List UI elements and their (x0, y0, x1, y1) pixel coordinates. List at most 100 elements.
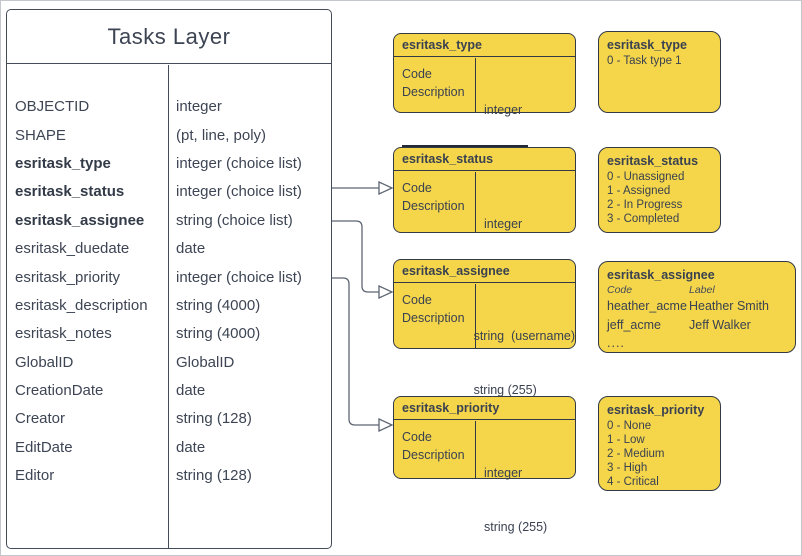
open-arrowhead-icon (378, 417, 394, 433)
field-type: date (176, 240, 206, 258)
schema-box-esritask-priority[interactable]: esritask_priority Code Description integ… (393, 396, 576, 534)
field-name: OBJECTID (15, 98, 90, 116)
field-type: string (128) (176, 467, 252, 485)
domain-values: 0 - Task type 1 (607, 54, 712, 68)
field-row: OBJECTID integer (7, 93, 331, 121)
stray-line-artifact (402, 145, 528, 147)
schema-box-body: Code Description integer string (255) (394, 171, 575, 285)
table-title: Tasks Layer (7, 10, 331, 64)
domain-value: 1 - Assigned (607, 185, 671, 197)
schema-box-title: esritask_assignee (394, 260, 575, 283)
schema-field-type: string (255) (484, 519, 548, 534)
field-name: esritask_duedate (15, 240, 130, 258)
assignee-row: jeff_acme Jeff Walker (607, 316, 787, 335)
schema-field-type: string (255) (473, 382, 537, 397)
field-name: Editor (15, 467, 55, 485)
field-type: (pt, line, poly) (176, 126, 267, 144)
field-type: string (4000) (176, 296, 261, 314)
connector-priority (332, 277, 379, 426)
schema-column-divider (475, 57, 476, 112)
domain-value: 0 - Unassigned (607, 171, 685, 183)
field-row: CreationDate date (7, 376, 331, 404)
field-name: SHAPE (15, 126, 66, 144)
field-row: esritask_assignee string (choice list) (7, 206, 331, 234)
schema-field-type: integer (484, 102, 523, 117)
schema-column-divider (475, 283, 476, 348)
schema-field-name: Description (402, 310, 465, 325)
schema-field-type: string (username) (473, 328, 575, 343)
schema-box-title: esritask_status (394, 148, 575, 171)
schema-box-esritask-status[interactable]: esritask_status Code Description integer… (393, 147, 576, 285)
schema-field-name: Description (402, 447, 465, 462)
field-type: integer (choice list) (176, 183, 302, 201)
field-type: date (176, 382, 206, 400)
field-row: SHAPE (pt, line, poly) (7, 121, 331, 149)
connector-assignee (332, 220, 379, 293)
assignee-code: heather_acme (607, 299, 687, 313)
domain-box-esritask-status[interactable]: esritask_status 0 - Unassigned 1 - Assign… (598, 147, 721, 233)
assignee-label: Jeff Walker (689, 317, 751, 332)
domain-values: 0 - Unassigned 1 - Assigned 2 - In Progres… (607, 170, 712, 226)
domain-box-title: esritask_status (607, 154, 699, 168)
field-type: integer (choice list) (176, 268, 302, 286)
field-type: string (4000) (176, 325, 261, 343)
schema-box-esritask-type[interactable]: esritask_type Code Description integer s… (393, 33, 576, 171)
field-row: Editor string (128) (7, 462, 331, 490)
field-type: string (choice list) (176, 211, 293, 229)
schema-column-divider (475, 420, 476, 478)
open-arrowhead-icon (378, 180, 394, 196)
domain-value: 2 - In Progress (607, 199, 683, 211)
field-type: integer (176, 98, 222, 116)
schema-field-name: Code (402, 429, 432, 444)
assignee-label: Heather Smith (689, 299, 769, 313)
schema-field-name: Code (402, 292, 432, 307)
schema-field-type: integer (484, 216, 523, 231)
field-row: esritask_duedate date (7, 234, 331, 262)
domain-box-esritask-assignee[interactable]: esritask_assignee Code Label heather_acm… (598, 261, 796, 353)
field-row: Creator string (128) (7, 405, 331, 433)
schema-field-type: integer (484, 465, 523, 480)
field-type: integer (choice list) (176, 154, 302, 172)
assignee-code: jeff_acme (607, 317, 661, 332)
domain-box-title: esritask_type (607, 38, 687, 52)
assignee-more-indicator: .... (607, 336, 625, 350)
field-name: esritask_priority (15, 268, 121, 286)
domain-value: 2 - Medium (607, 448, 665, 460)
schema-field-name: Code (402, 66, 432, 81)
schema-field-name: Description (402, 198, 465, 213)
field-name: esritask_description (15, 296, 148, 314)
field-name: Creator (15, 410, 66, 428)
domain-value: 3 - High (607, 462, 648, 474)
domain-value: 1 - Low (607, 434, 645, 446)
domain-value: 3 - Completed (607, 213, 680, 225)
field-type: string (128) (176, 410, 252, 428)
schema-field-name: Code (402, 180, 432, 195)
field-type: GlobalID (176, 353, 235, 371)
domain-box-esritask-type[interactable]: esritask_type 0 - Task type 1 (598, 31, 721, 113)
assignee-label-header: Label (689, 284, 715, 296)
field-name: EditDate (15, 438, 73, 456)
column-divider (168, 64, 169, 548)
schema-box-title: esritask_type (394, 34, 575, 57)
field-name: CreationDate (15, 382, 104, 400)
schema-box-esritask-assignee[interactable]: esritask_assignee Code Description strin… (393, 259, 576, 397)
assignee-code-header: Code (607, 284, 633, 296)
field-name: esritask_assignee (15, 211, 145, 229)
schema-column-divider (475, 171, 476, 232)
field-row: GlobalID GlobalID (7, 348, 331, 376)
schema-box-body: Code Description integer string (255) (394, 57, 575, 171)
field-name: esritask_type (15, 154, 111, 172)
domain-value: 0 - Task type 1 (607, 55, 682, 67)
field-name: GlobalID (15, 353, 74, 371)
field-row: esritask_status integer (choice list) (7, 178, 331, 206)
schema-field-name: Description (402, 84, 465, 99)
field-name: esritask_status (15, 183, 125, 201)
